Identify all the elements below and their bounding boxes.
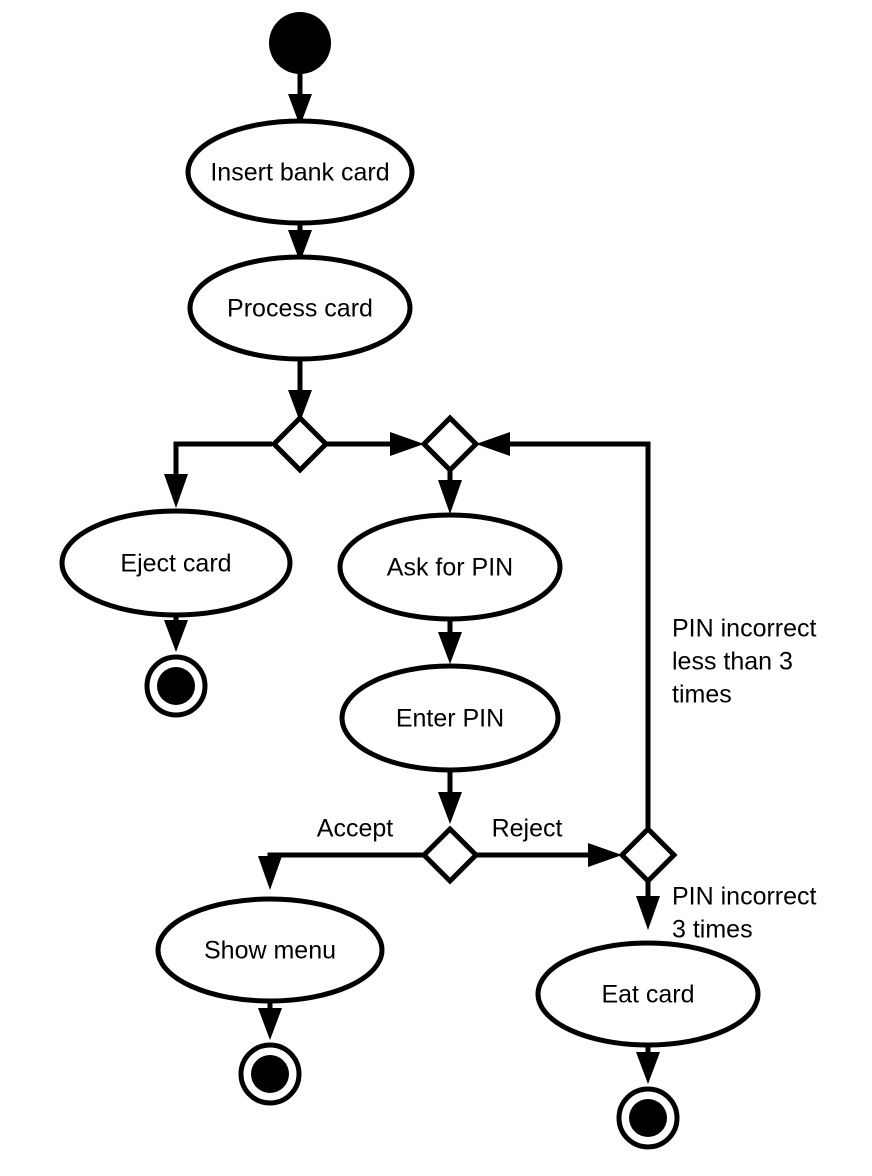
edge-merge-retry-loopback-to-merge-pin: [476, 432, 651, 829]
action-node-eject-card[interactable]: Eject card: [59, 508, 293, 618]
edge-start-to-insert-bank-card: [288, 73, 312, 126]
edge-decision-pin-reject-to-merge-retry: [476, 843, 622, 867]
final-node-after-eject-card[interactable]: [144, 654, 208, 718]
edge-insert-bank-card-to-process-card: [288, 222, 312, 262]
edge-ask-for-pin-to-enter-pin: [438, 618, 462, 664]
action-node-insert-bank-card[interactable]: Insert bank card: [185, 118, 415, 226]
action-label-show-menu: Show menu: [204, 937, 336, 965]
edge-decision-to-merge-pin: [326, 432, 424, 456]
edge-label-pin-incorrect-less-line-2: less than 3: [672, 648, 793, 676]
edge-enter-pin-to-decision-pin: [438, 770, 462, 824]
action-node-enter-pin[interactable]: Enter PIN: [339, 663, 561, 773]
final-node-after-eat-card[interactable]: [616, 1086, 680, 1150]
action-label-ask-for-pin: Ask for PIN: [387, 554, 513, 582]
edge-show-menu-to-final: [258, 1000, 282, 1040]
action-label-eject-card: Eject card: [120, 550, 231, 578]
edge-merge-retry-to-eat-card: [636, 881, 660, 930]
action-node-ask-for-pin[interactable]: Ask for PIN: [337, 512, 563, 622]
edge-label-pin-incorrect-less-line-1: PIN incorrect: [672, 615, 817, 643]
edge-label-pin-incorrect-less-than-3-times: PIN incorrect less than 3 times: [672, 615, 817, 709]
edge-label-pin-incorrect-less-line-3: times: [672, 681, 732, 709]
action-label-eat-card: Eat card: [601, 981, 694, 1009]
initial-node[interactable]: [269, 12, 331, 74]
action-label-enter-pin: Enter PIN: [396, 705, 504, 733]
edge-label-pin-incorrect-3-times: PIN incorrect 3 times: [672, 883, 817, 944]
action-node-show-menu[interactable]: Show menu: [155, 896, 385, 1004]
action-node-process-card[interactable]: Process card: [187, 254, 413, 362]
edge-eat-card-to-final: [636, 1044, 660, 1084]
edge-label-accept: Accept: [317, 815, 393, 843]
edge-label-pin-incorrect-3-line-1: PIN incorrect: [672, 883, 817, 911]
edge-label-pin-incorrect-3-line-2: 3 times: [672, 916, 753, 944]
decision-node-process-card[interactable]: [270, 414, 330, 474]
edge-label-reject: Reject: [492, 815, 563, 843]
merge-node-pin-retry[interactable]: [618, 825, 678, 885]
decision-node-pin-validation[interactable]: [420, 825, 480, 885]
edge-merge-pin-to-ask-for-pin: [438, 470, 462, 514]
edge-process-card-to-decision: [288, 359, 312, 422]
action-label-process-card: Process card: [227, 295, 373, 323]
final-node-after-show-menu[interactable]: [238, 1042, 302, 1106]
edge-decision-pin-accept-to-show-menu: [258, 852, 424, 890]
edge-decision-to-eject-card: [164, 441, 272, 508]
merge-node-pin-entry[interactable]: [420, 414, 480, 474]
edge-eject-card-to-final: [164, 614, 188, 652]
action-label-insert-bank-card: Insert bank card: [210, 159, 389, 187]
action-node-eat-card[interactable]: Eat card: [535, 940, 761, 1048]
